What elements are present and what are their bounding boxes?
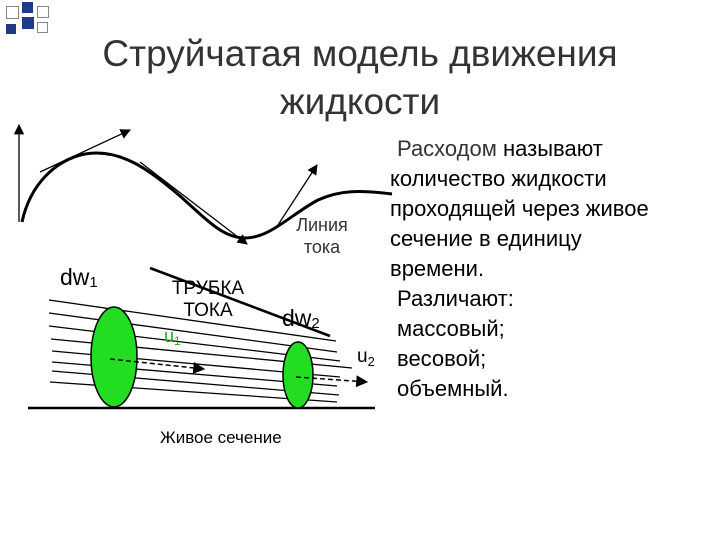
label-dw2: dw2 bbox=[282, 305, 320, 332]
list-item-weight: весовой; bbox=[397, 346, 487, 371]
velocity-arrow-tangent bbox=[39, 129, 131, 173]
streamline-curve bbox=[20, 151, 393, 240]
label-dw1: dw1 bbox=[60, 264, 98, 291]
cross-section-1 bbox=[90, 306, 138, 408]
list-item-mass: массовый; bbox=[397, 316, 505, 341]
deco-square bbox=[22, 2, 33, 13]
title-line-2: жидкости bbox=[279, 81, 441, 122]
deco-square bbox=[22, 17, 34, 29]
velocity-arrow-down bbox=[139, 161, 248, 245]
deco-square bbox=[6, 6, 19, 19]
page-title: Струйчатая модель движения жидкости bbox=[40, 30, 680, 126]
desc-line-4: сечение в единицу bbox=[390, 226, 582, 251]
desc-line-3: проходящей через живое bbox=[390, 196, 649, 221]
label-tube-line-1: ТРУБКА bbox=[172, 278, 244, 299]
label-tube-line-2: ТОКА bbox=[183, 300, 233, 321]
label-u2: u2 bbox=[357, 346, 375, 369]
corner-decoration bbox=[0, 0, 60, 48]
deco-square bbox=[6, 24, 16, 34]
keyword-flow-rate: Расходом bbox=[397, 136, 497, 161]
desc-line-6: Различают: bbox=[397, 286, 514, 311]
description-text: Расходом называют количество жидкости пр… bbox=[390, 134, 710, 404]
label-cross-section: Живое сечение bbox=[160, 428, 282, 447]
desc-line-1: Расходом называют bbox=[397, 136, 603, 161]
label-streamline-line-2: тока bbox=[304, 237, 341, 257]
desc-line-5: времени. bbox=[390, 256, 485, 281]
desc-line-2: количество жидкости bbox=[390, 166, 607, 191]
title-line-1: Струйчатая модель движения bbox=[102, 33, 618, 74]
velocity-arrow-up bbox=[275, 164, 318, 229]
label-u1: u1 bbox=[164, 326, 181, 348]
list-item-volume: объемный. bbox=[397, 376, 509, 401]
label-streamline-line-1: Линия bbox=[296, 215, 348, 235]
tube-wall-top bbox=[149, 266, 331, 338]
deco-square bbox=[37, 6, 49, 18]
cross-section-2 bbox=[282, 341, 314, 409]
deco-square bbox=[37, 22, 48, 33]
velocity-u2-arrow bbox=[295, 375, 369, 388]
